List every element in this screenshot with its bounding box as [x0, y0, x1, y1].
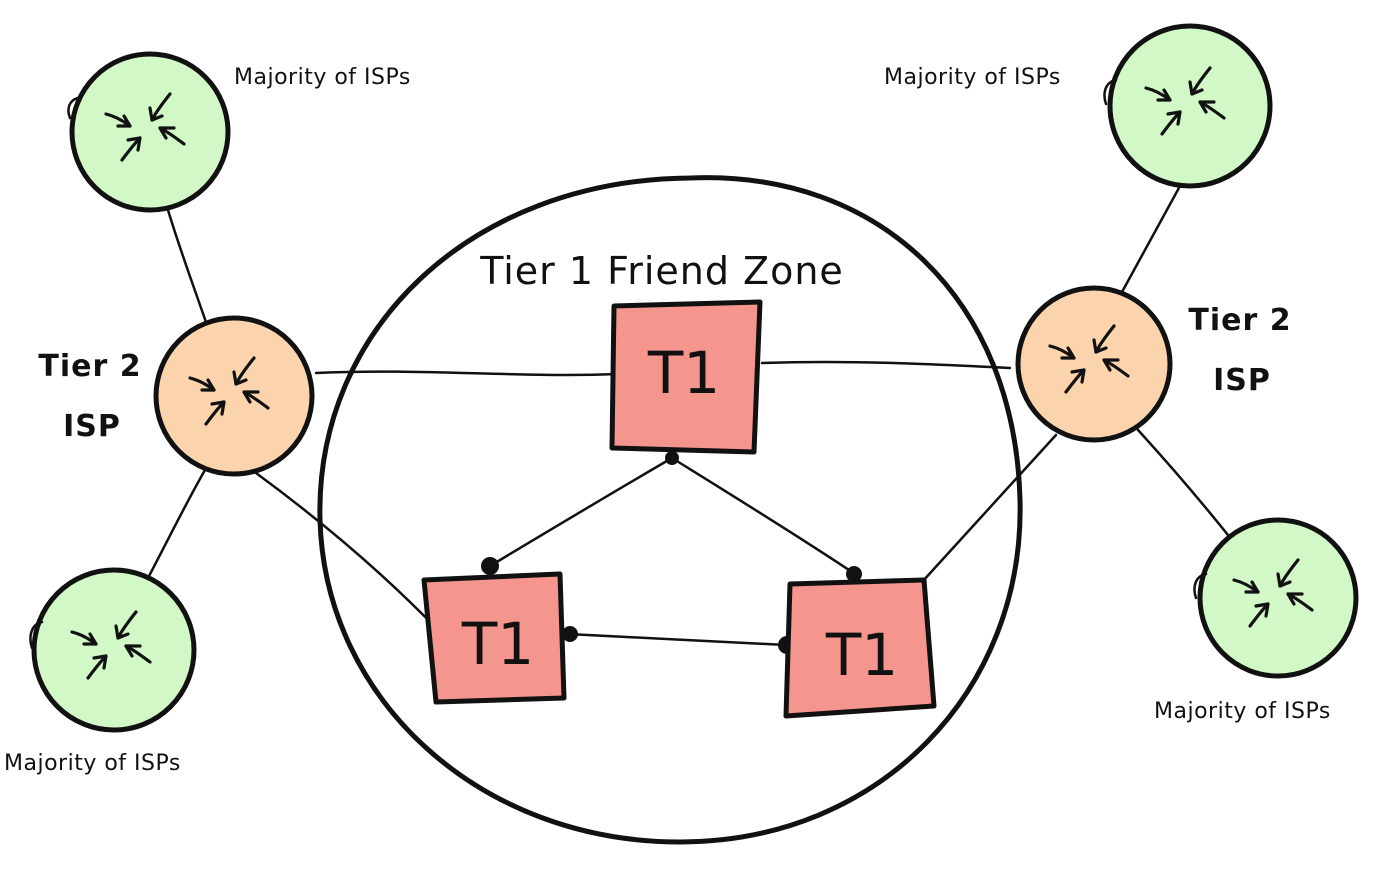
t1-node-label: T1: [461, 610, 534, 678]
link-left-tier2-bottom-isp: [146, 468, 207, 580]
tier2-left-label-line2: ISP: [63, 409, 121, 444]
endpoint-dot: [665, 451, 679, 465]
link-left-tier2-top-isp: [166, 208, 210, 330]
tier2-left-label-line1: Tier 2: [38, 349, 141, 384]
t1-node-label: T1: [825, 621, 898, 689]
link-left-t1-right-t1: [566, 632, 788, 647]
link-top-t1-left-t1: [488, 456, 674, 568]
isp-router-top-right[interactable]: [1103, 23, 1273, 189]
t1-node-top[interactable]: T1: [609, 299, 763, 455]
link-top-t1-right-tier2: [760, 360, 1012, 370]
isp-router-bottom-right[interactable]: [1193, 517, 1359, 679]
link-right-tier2-right-t1: [920, 433, 1058, 584]
isp-router-bottom-left[interactable]: [29, 567, 197, 733]
tier1-zone-circle: [317, 175, 1023, 845]
tier2-right-label-line1: Tier 2: [1188, 303, 1291, 338]
isp-label-bottom-right: Majority of ISPs: [1154, 699, 1331, 724]
endpoint-dot: [562, 626, 578, 642]
t1-node-left[interactable]: T1: [421, 571, 567, 705]
t1-node-label: T1: [647, 339, 720, 407]
link-right-tier2-bottom-isp: [1136, 428, 1234, 542]
endpoint-dot: [481, 557, 499, 575]
isp-label-bottom-left: Majority of ISPs: [4, 751, 181, 776]
isp-router-top-left[interactable]: [67, 51, 231, 213]
tier2-right-label-line2: ISP: [1213, 363, 1271, 398]
link-top-t1-right-t1: [670, 456, 857, 576]
isp-label-top-left: Majority of ISPs: [234, 65, 411, 90]
tier2-router-left[interactable]: [153, 315, 315, 477]
link-right-tier2-top-isp: [1120, 184, 1182, 294]
tier2-router-right[interactable]: [1015, 285, 1173, 443]
link-left-tier2-top-t1: [314, 370, 620, 377]
links: [146, 184, 1234, 647]
t1-node-right[interactable]: T1: [783, 577, 937, 719]
endpoint-dot: [846, 566, 862, 582]
link-left-tier2-left-t1: [254, 471, 442, 634]
isp-label-top-right: Majority of ISPs: [884, 65, 1061, 90]
zone-title: Tier 1 Friend Zone: [479, 249, 844, 293]
